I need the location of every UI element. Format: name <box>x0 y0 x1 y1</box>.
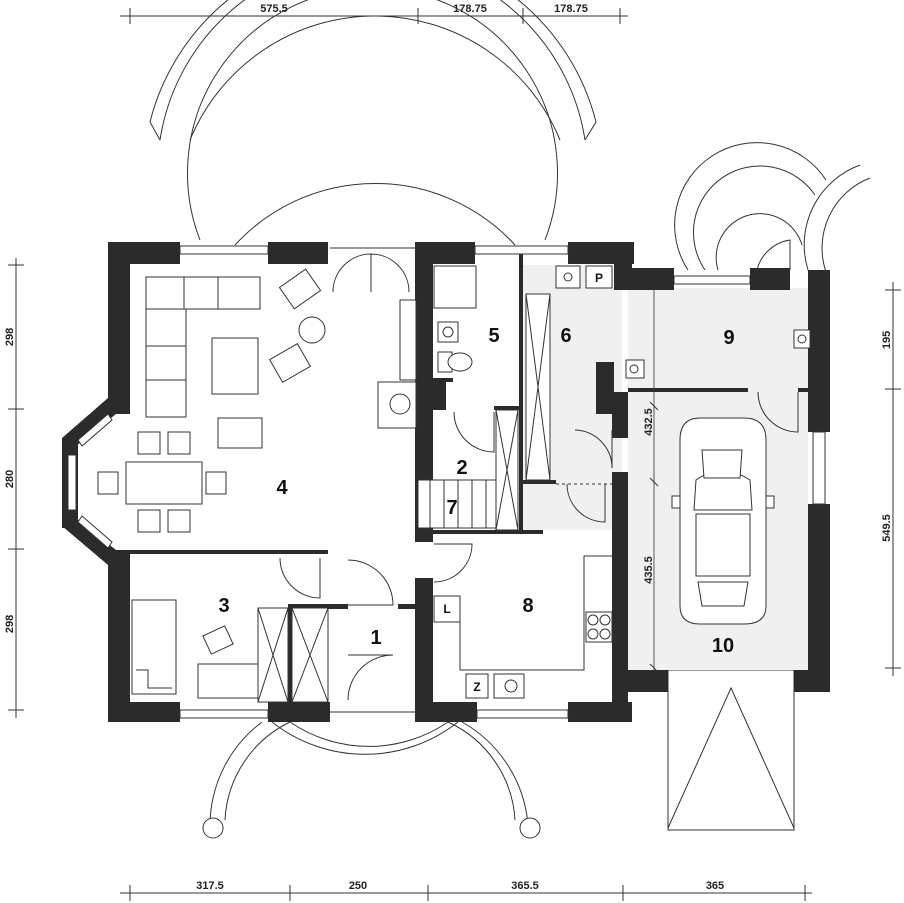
room-label-1: 1 <box>370 627 381 649</box>
dim-bottom-4: 365 <box>706 880 724 892</box>
windows <box>67 245 826 719</box>
pergola-garage <box>674 142 871 273</box>
dim-right-2: 549.5 <box>881 514 893 542</box>
dim-bottom-1: 317.5 <box>196 880 224 892</box>
room-label-8: 8 <box>522 595 533 617</box>
dimension-top: 575.5 178.75 178.75 <box>120 3 628 24</box>
living-furniture <box>97 268 417 533</box>
dim-inner-1: 432.5 <box>643 408 655 436</box>
car <box>671 417 775 625</box>
dim-left-1: 298 <box>4 328 16 346</box>
doors <box>279 253 799 701</box>
dim-left-3: 298 <box>4 615 16 633</box>
dim-left-2: 280 <box>4 470 16 488</box>
kitchen-furniture: L Z <box>433 555 613 699</box>
dim-top-2: 178.75 <box>453 3 487 15</box>
office-furniture <box>131 599 329 703</box>
dimension-left: 298 280 298 <box>4 258 24 718</box>
room-label-7: 7 <box>446 497 457 519</box>
dim-bottom-2: 250 <box>349 880 367 892</box>
dim-top-1: 575.5 <box>260 3 288 15</box>
walls <box>62 242 830 722</box>
bathroom-furniture <box>433 265 477 373</box>
room-label-6: 6 <box>560 325 571 347</box>
room-labels: 1 2 3 4 5 6 7 8 9 10 <box>218 325 734 657</box>
pergola-bottom <box>202 721 541 839</box>
fridge-tag: L <box>443 602 450 616</box>
pergola-top <box>149 0 597 246</box>
room6-furniture: P <box>495 265 613 531</box>
room-label-10: 10 <box>712 635 734 657</box>
dimension-right: 195 549.5 <box>881 282 901 676</box>
dim-inner-2: 435.5 <box>643 556 655 584</box>
driveway <box>667 669 795 831</box>
sink-tag: Z <box>473 680 480 694</box>
dim-top-3: 178.75 <box>554 3 588 15</box>
room-label-3: 3 <box>218 595 229 617</box>
garage-furniture <box>625 288 811 673</box>
dimension-bottom: 317.5 250 365.5 365 <box>120 880 812 901</box>
dim-bottom-3: 365.5 <box>511 880 539 892</box>
room-label-9: 9 <box>723 327 734 349</box>
pantry-tag: P <box>595 271 603 285</box>
room-label-5: 5 <box>488 325 499 347</box>
room-label-2: 2 <box>456 457 467 479</box>
dim-right-1: 195 <box>881 331 893 349</box>
stairs <box>417 479 612 529</box>
room-label-4: 4 <box>276 477 288 499</box>
